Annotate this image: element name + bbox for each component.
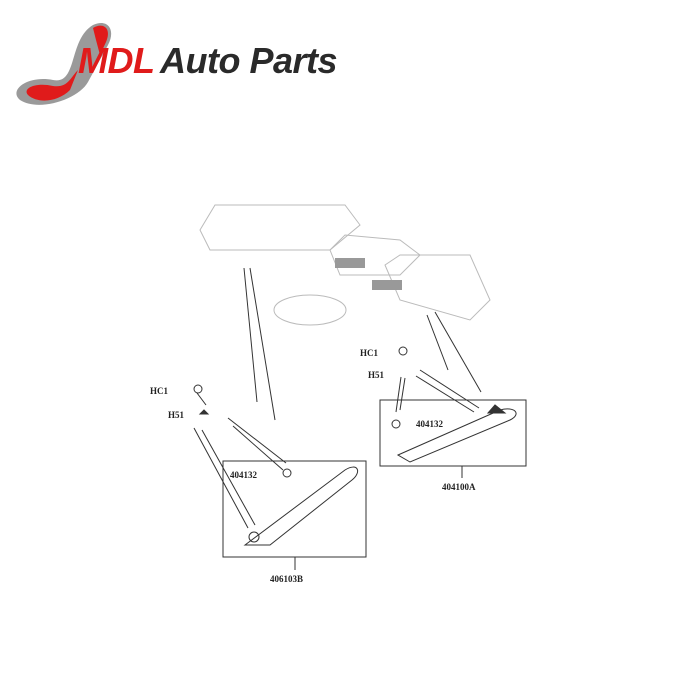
headliner-overview: [199, 204, 491, 326]
label-h51-left: H51: [168, 410, 185, 420]
label-hc1-right: HC1: [360, 348, 378, 358]
logo-brand-mdl: MDL: [78, 40, 155, 81]
logo-brand-auto-parts: Auto Parts: [160, 40, 338, 81]
label-h51-right: H51: [368, 370, 385, 380]
label-part-left: 406103B: [270, 574, 304, 584]
left-assembly: [193, 267, 367, 570]
label-clip-right: 404132: [416, 419, 443, 429]
right-assembly: [379, 311, 527, 478]
label-hc1-left: HC1: [150, 386, 168, 396]
label-clip-left: 404132: [230, 470, 257, 480]
label-part-right: 404100A: [442, 482, 476, 492]
mdl-logo-swoosh: [16, 22, 112, 105]
